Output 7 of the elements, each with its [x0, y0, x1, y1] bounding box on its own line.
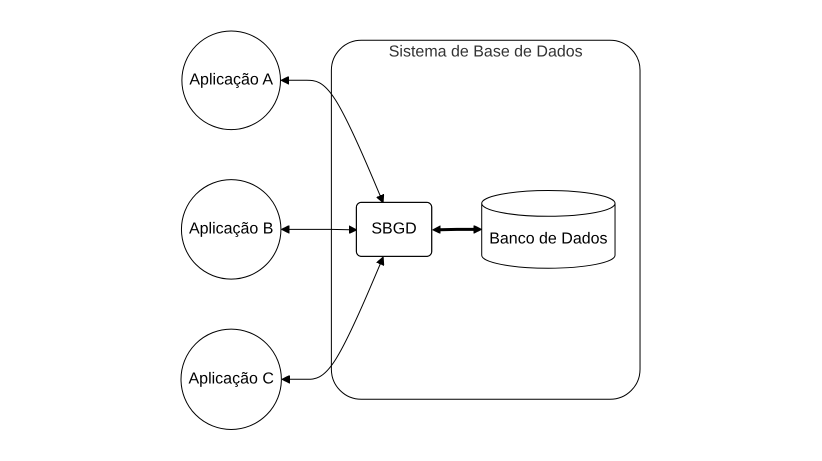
arrow — [432, 225, 483, 234]
arrow — [281, 225, 358, 234]
arrow — [280, 76, 385, 204]
arrow — [282, 256, 385, 384]
node-circle: Aplicação A — [182, 30, 282, 130]
node-circle: Aplicação B — [181, 179, 282, 280]
node-circle: Aplicação C — [180, 328, 282, 430]
